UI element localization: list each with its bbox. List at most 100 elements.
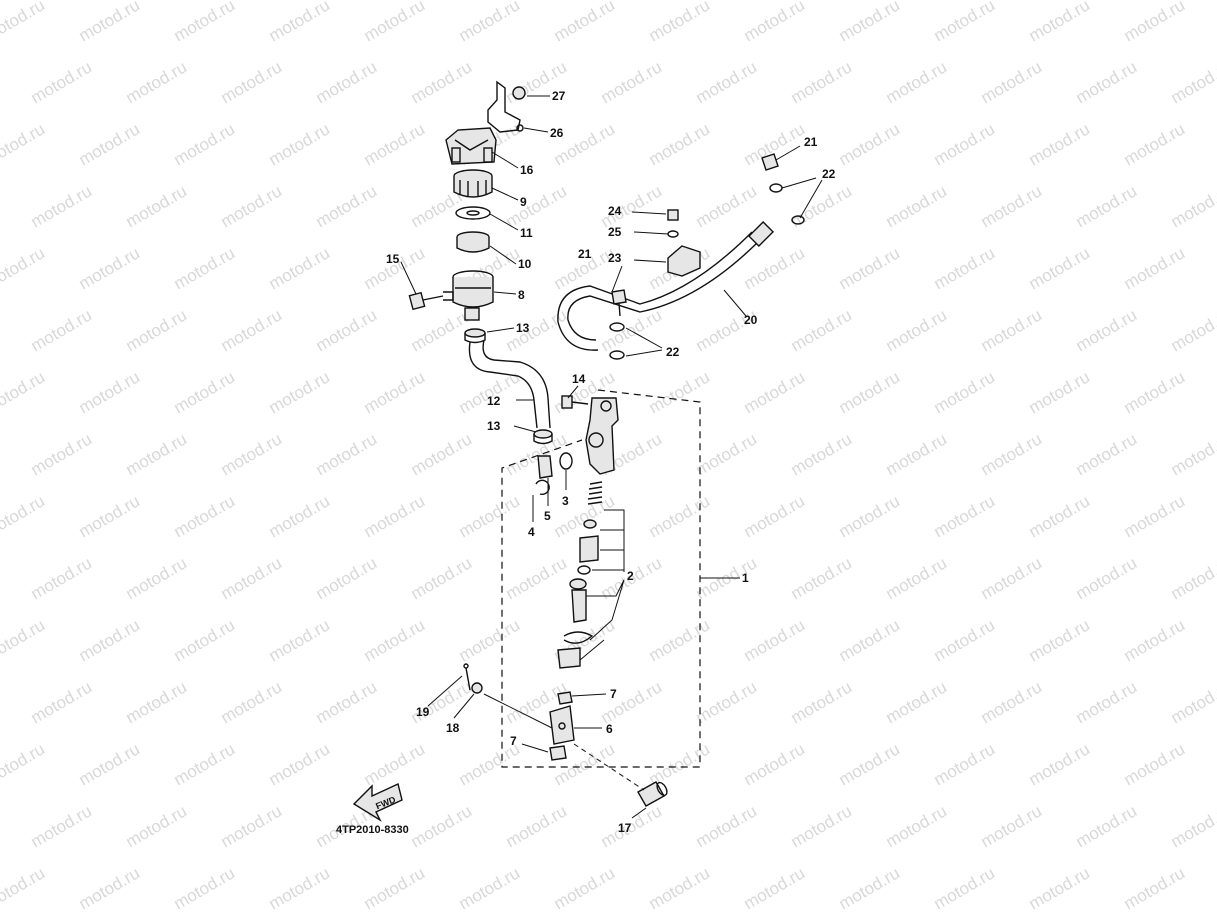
watermark-text: motod.ru — [646, 367, 714, 417]
watermark-text: motod.ru — [646, 615, 714, 665]
label-13-upper: 13 — [516, 321, 530, 335]
watermark-text: motod.ru — [28, 305, 96, 355]
watermark-text: motod.ru — [788, 57, 856, 107]
label-24: 24 — [608, 204, 622, 218]
watermark-text: motod.ru — [551, 863, 619, 913]
watermark-text: motod.ru — [171, 0, 239, 45]
watermark-text: motod.ru — [883, 429, 951, 479]
watermark-text: motod.ru — [123, 429, 191, 479]
watermark-text: motod.ru — [361, 863, 429, 913]
label-18: 18 — [446, 721, 460, 735]
reservoir-cap-holder — [446, 128, 496, 164]
watermark-text: motod.ru — [883, 305, 951, 355]
watermark-text: motod.ru — [266, 491, 334, 541]
watermark-text: motod.ru — [741, 367, 809, 417]
watermark-text: motod.ru — [1026, 0, 1094, 45]
watermark-text: motod.ru — [741, 739, 809, 789]
watermark-text: motod.ru — [551, 0, 619, 45]
watermark-text: motod.ru — [266, 0, 334, 45]
label-25: 25 — [608, 225, 622, 239]
clevis-pin — [638, 781, 669, 806]
watermark-text: motod.ru — [361, 615, 429, 665]
reservoir-bolt — [409, 293, 443, 310]
watermark-text: motod.ru — [1168, 429, 1217, 479]
label-21-top: 21 — [804, 135, 818, 149]
watermark-text: motod.ru — [693, 181, 761, 231]
label-8: 8 — [518, 288, 525, 302]
watermark-text: motod.ru — [931, 863, 999, 913]
watermark-text: motod.ru — [836, 367, 904, 417]
watermark-text: motod.ru — [931, 491, 999, 541]
watermark-text: motod.ru — [28, 429, 96, 479]
diaphragm — [457, 232, 489, 252]
watermark-text: motod.ru — [836, 0, 904, 45]
label-19: 19 — [416, 705, 430, 719]
watermark-text: motod.ru — [313, 553, 381, 603]
watermark-text: motod.ru — [1073, 305, 1141, 355]
watermark-text: motod.ru — [836, 243, 904, 293]
reservoir-tank — [443, 271, 493, 320]
watermark-text: motod.ru — [1026, 491, 1094, 541]
watermark-text: motod.ru — [0, 119, 48, 169]
label-20: 20 — [744, 313, 758, 327]
watermark-text: motod.ru — [1121, 491, 1189, 541]
watermark-text: motod.ru — [883, 181, 951, 231]
watermark-text: motod.ru — [1073, 677, 1141, 727]
watermark-text: motod.ru — [1121, 119, 1189, 169]
watermark-text: motod.ru — [408, 801, 476, 851]
watermark-text: motod.ru — [598, 57, 666, 107]
watermark-text: motod.ru — [123, 677, 191, 727]
watermark-text: motod.ru — [693, 429, 761, 479]
watermark-text: motod.ru — [266, 367, 334, 417]
watermark-text: motod.ru — [313, 305, 381, 355]
watermark-text: motod.ru — [1121, 243, 1189, 293]
watermark-text: motod.ru — [978, 553, 1046, 603]
label-1: 1 — [742, 571, 749, 585]
label-14: 14 — [572, 372, 586, 386]
diagram-code: 4TP2010-8330 — [336, 824, 409, 836]
watermark-text: motod.ru — [931, 119, 999, 169]
watermark-text: motod.ru — [456, 863, 524, 913]
watermark-text: motod.ru — [693, 801, 761, 851]
watermark-text: motod.ru — [741, 491, 809, 541]
watermark-text: motod.ru — [0, 243, 48, 293]
watermark-text: motod.ru — [76, 491, 144, 541]
watermark-text: motod.ru — [28, 801, 96, 851]
watermark-text: motod.ru — [313, 57, 381, 107]
watermark-text: motod.ru — [883, 57, 951, 107]
watermark-text: motod.ru — [1121, 0, 1189, 45]
watermark-text: motod.ru — [0, 615, 48, 665]
watermark-text: motod.ru — [788, 677, 856, 727]
watermark-text: motod.ru — [1073, 801, 1141, 851]
watermark-text: motod.ru — [266, 615, 334, 665]
watermark-text: motod.ru — [788, 305, 856, 355]
watermark-text: motod.ru — [836, 863, 904, 913]
label-4: 4 — [528, 525, 535, 539]
watermark-text: motod.ru — [408, 429, 476, 479]
watermark-text: motod.ru — [218, 677, 286, 727]
watermark-text: motod.ru — [1121, 615, 1189, 665]
label-5: 5 — [544, 509, 551, 523]
watermark-text: motod.ru — [741, 0, 809, 45]
watermark-text: motod.ru — [218, 305, 286, 355]
watermark-text: motod.ru — [788, 553, 856, 603]
watermark-text: motod.ru — [1026, 367, 1094, 417]
watermark-text: motod.ru — [741, 615, 809, 665]
watermark-text: motod.ru — [218, 57, 286, 107]
watermark-text: motod.ru — [693, 57, 761, 107]
watermark-text: motod.ru — [361, 119, 429, 169]
watermark-text: motod.ru — [503, 181, 571, 231]
label-11: 11 — [520, 226, 533, 240]
watermark-text: motod.ru — [313, 429, 381, 479]
watermark-text: motod.ru — [788, 429, 856, 479]
watermark-text: motod.ru — [1026, 615, 1094, 665]
watermark-text: motod.ru — [266, 243, 334, 293]
label-9: 9 — [520, 195, 527, 209]
watermark-text: motod.ru — [361, 0, 429, 45]
watermark-text: motod.ru — [931, 739, 999, 789]
watermark-text: motod.ru — [931, 367, 999, 417]
watermark-text: motod.ru — [171, 615, 239, 665]
watermark-text: motod.ru — [218, 181, 286, 231]
watermark-text: motod.ru — [978, 429, 1046, 479]
